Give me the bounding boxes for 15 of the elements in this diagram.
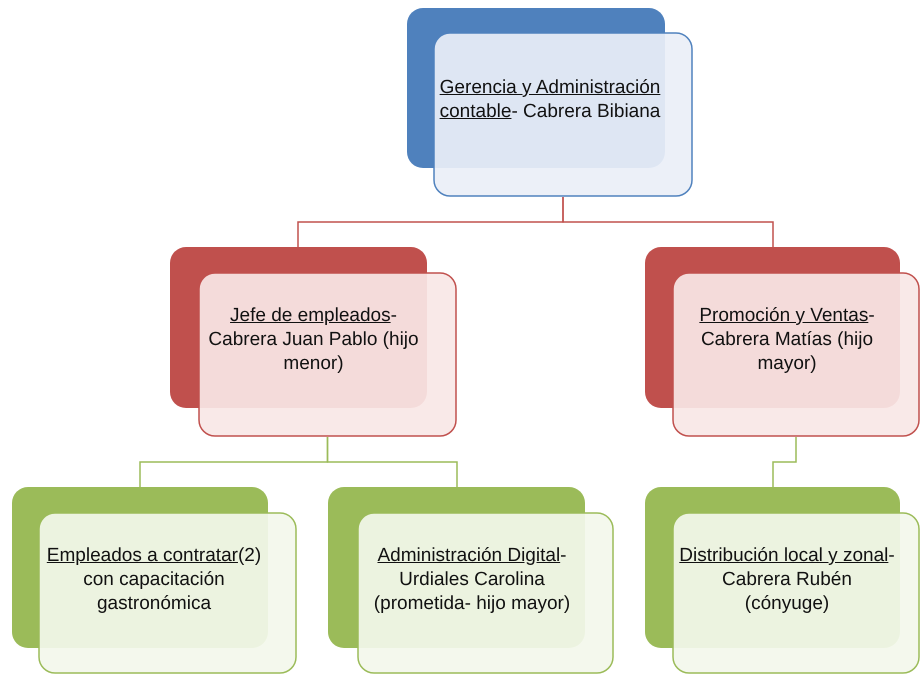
role-text: Jefe de empleados- Cabrera Juan Pablo (hijo menor) (207, 304, 420, 376)
role-text: Promoción y Ventas- Cabrera Matías (hijo mayor) (698, 304, 876, 376)
org-chart-card (170, 247, 457, 437)
org-chart-card (645, 247, 920, 437)
org-chart-card (645, 487, 920, 674)
role-text: Distribución local y zonal- Cabrera Rubén (cónyuge) (678, 544, 896, 616)
role-text: Gerencia y Administración contable- Cabrera Bibiana (439, 76, 661, 124)
connector-line (562, 197, 774, 247)
role-text: Administración Digital- Urdiales Carolina (prometida- hijo mayor) (372, 544, 572, 616)
org-chart-card (328, 487, 614, 674)
org-chart-card (12, 487, 297, 674)
org-chart-card (407, 8, 693, 197)
connector-line (326, 437, 458, 487)
connector-line (772, 437, 797, 487)
role-text: Empleados a contratar(2) con capacitación gastronómica (46, 544, 262, 616)
